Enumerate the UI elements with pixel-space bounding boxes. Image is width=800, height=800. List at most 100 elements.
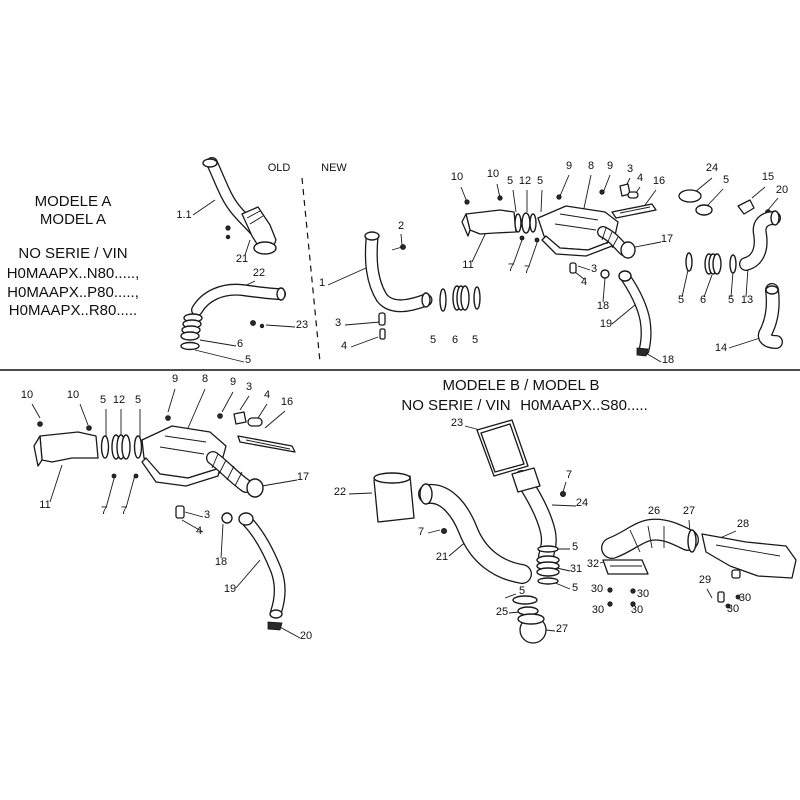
part-callout: 9 (607, 160, 613, 172)
model-b-serial-heading: NO SERIE / VIN (401, 397, 510, 414)
part-callout: 16 (281, 396, 293, 408)
part-callout: 6 (237, 338, 243, 350)
part-callout: 10 (487, 168, 499, 180)
model-a-title-fr: MODELE A (35, 193, 112, 210)
part-callout: 16 (653, 175, 665, 187)
part-callout: 7 (524, 264, 530, 276)
part-callout: 27 (556, 623, 568, 635)
part-callout: 11 (462, 259, 473, 271)
part-callout: 5 (572, 541, 578, 553)
part-callout: 30 (739, 592, 751, 604)
part-callout: 1 (319, 277, 325, 289)
part-callout: 3 (627, 163, 633, 175)
part-callout: 26 (648, 505, 660, 517)
part-callout: 22 (253, 267, 265, 279)
part-callout: 13 (741, 294, 753, 306)
part-callout: 10 (21, 389, 33, 401)
part-callout: 9 (172, 373, 178, 385)
part-callout: 4 (341, 340, 347, 352)
part-callout: 5 (723, 174, 729, 186)
new-label: NEW (321, 162, 347, 174)
part-callout: 3 (335, 317, 341, 329)
model-b-assembly (373, 419, 797, 644)
part-callout: 5 (135, 394, 141, 406)
part-callout: 5 (430, 334, 436, 346)
part-callout: 23 (296, 319, 308, 331)
part-callout: 12 (519, 175, 531, 187)
model-a-serial-2: H0MAAPX..P80....., (7, 284, 139, 301)
part-callout: 24 (576, 497, 588, 509)
part-callout: 5 (678, 294, 684, 306)
part-callout: 24 (706, 162, 718, 174)
model-a-title-en: MODEL A (40, 211, 106, 228)
model-a-new-assembly (364, 231, 481, 340)
part-callout: 3 (246, 381, 252, 393)
part-callout: 10 (67, 389, 79, 401)
old-label: OLD (268, 162, 291, 174)
part-callout: 5 (472, 334, 478, 346)
part-callout: 28 (737, 518, 749, 530)
part-callout: 11 (39, 499, 50, 511)
part-callout: 6 (452, 334, 458, 346)
part-callout: 27 (683, 505, 695, 517)
part-callout: 10 (451, 171, 463, 183)
model-a-serial-1: H0MAAPX..N80....., (7, 265, 140, 282)
part-callout: 5 (100, 394, 106, 406)
part-callout: 4 (264, 389, 270, 401)
part-callout: 30 (631, 604, 643, 616)
part-callout: 5 (728, 294, 734, 306)
part-callout: 3 (591, 263, 597, 275)
part-callout: 7 (121, 505, 127, 517)
part-callout: 1.1 (176, 209, 191, 221)
part-callout: 30 (592, 604, 604, 616)
part-callout: 7 (566, 469, 572, 481)
part-callout: 17 (661, 233, 673, 245)
part-callout: 18 (215, 556, 227, 568)
part-callout: 7 (101, 505, 107, 517)
part-callout: 8 (202, 373, 208, 385)
part-callout: 30 (727, 603, 739, 615)
part-callout: 4 (637, 172, 643, 184)
part-callout: 18 (597, 300, 609, 312)
part-callout: 9 (230, 376, 236, 388)
part-callout: 5 (537, 175, 543, 187)
part-callout: 21 (236, 253, 248, 265)
part-callout: 5 (572, 582, 578, 594)
model-a-serial-heading: NO SERIE / VIN (18, 245, 127, 262)
part-callout: 25 (496, 606, 508, 618)
part-callout: 7 (508, 262, 514, 274)
part-callout: 15 (762, 171, 774, 183)
part-callout: 5 (519, 585, 525, 597)
part-callout: 4 (196, 525, 202, 537)
model-b-info: MODELE B / MODEL B NO SERIE / VIN H0MAAP… (401, 377, 647, 414)
part-callout: 2 (398, 220, 404, 232)
part-callout: 22 (334, 486, 346, 498)
model-a-info: MODELE A MODEL A NO SERIE / VIN H0MAAPX.… (7, 193, 140, 319)
model-a-serial-3: H0MAAPX..R80..... (9, 302, 137, 319)
part-callout: 29 (699, 574, 711, 586)
part-callout: 19 (600, 318, 612, 330)
old-new-divider (301, 177, 321, 363)
model-a-old-assembly (180, 157, 286, 351)
part-callout: 8 (588, 160, 594, 172)
part-callout: 9 (566, 160, 572, 172)
part-callout: 5 (245, 354, 251, 366)
model-a-airbox-assembly (461, 183, 657, 357)
part-callout: 20 (300, 630, 312, 642)
part-callout: 20 (776, 184, 788, 196)
part-callout: 18 (662, 354, 674, 366)
part-callout: 12 (113, 394, 125, 406)
part-callout: 21 (436, 551, 448, 563)
part-callout: 30 (637, 588, 649, 600)
part-callout: 6 (700, 294, 706, 306)
part-callout: 14 (715, 342, 727, 354)
model-a-lower-assembly (33, 411, 296, 631)
part-callout: 30 (591, 583, 603, 595)
part-callout: 17 (297, 471, 309, 483)
model-b-serial: H0MAAPX..S80..... (520, 397, 648, 414)
part-callout: 7 (418, 526, 424, 538)
part-callout: 23 (451, 417, 463, 429)
model-b-title: MODELE B / MODEL B (443, 377, 600, 394)
